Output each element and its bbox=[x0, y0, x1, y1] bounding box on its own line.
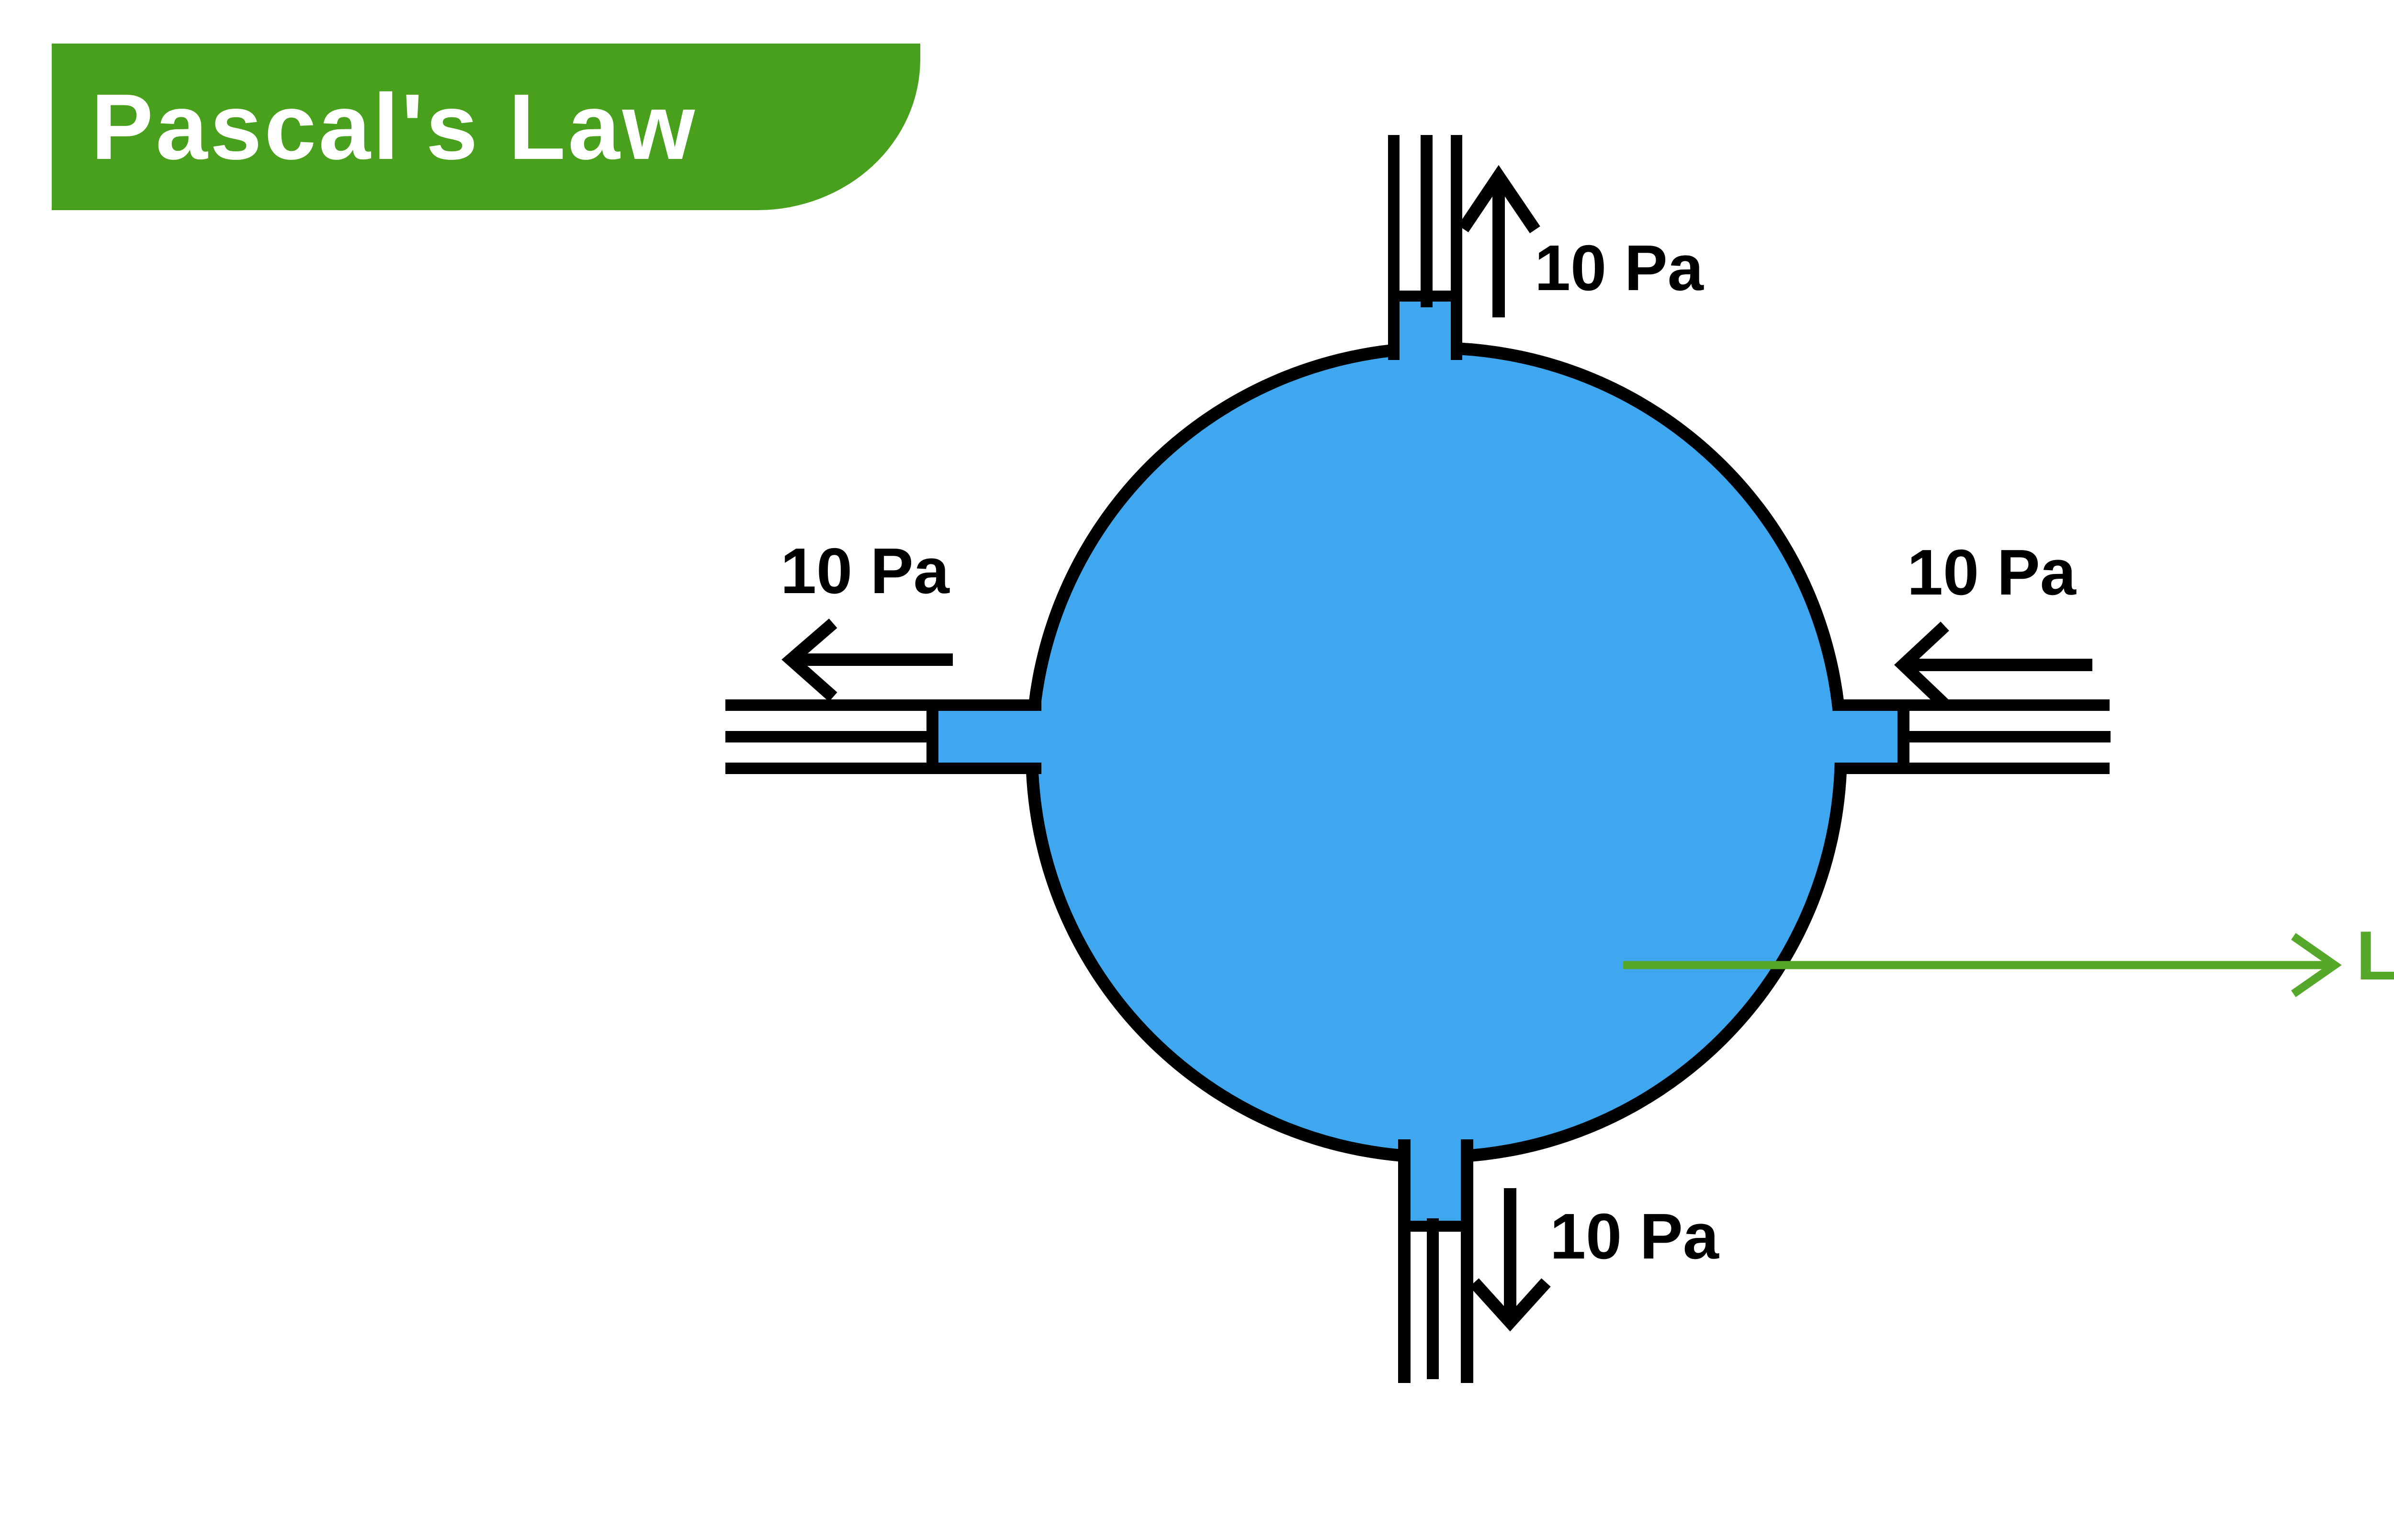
page-title: Pascal's Law bbox=[91, 75, 698, 179]
left-tube bbox=[725, 699, 1041, 774]
pressure-label-top: 10 Pa bbox=[1535, 232, 1704, 304]
bottom-piston-rod bbox=[1427, 1218, 1439, 1379]
pressure-label-bottom: 10 Pa bbox=[1550, 1200, 1719, 1272]
bottom-tube bbox=[1398, 1139, 1473, 1383]
top-piston-face bbox=[1400, 291, 1451, 302]
top-tube bbox=[1388, 135, 1462, 360]
pressure-arrow-up-icon bbox=[1458, 165, 1540, 317]
liquid-label: Liquid bbox=[2356, 917, 2394, 994]
pressure-label-right: 10 Pa bbox=[1907, 536, 2076, 608]
liquid-pointer-arrow-icon bbox=[1623, 933, 2342, 997]
left-piston-face bbox=[926, 711, 938, 763]
left-piston-rod bbox=[725, 731, 926, 742]
pressure-arrow-inward-icon bbox=[1894, 621, 2092, 709]
right-piston-rod bbox=[1909, 731, 2111, 742]
bottom-piston-face bbox=[1411, 1221, 1461, 1232]
title-banner: Pascal's Law bbox=[52, 44, 920, 210]
liquid-sphere bbox=[1026, 342, 1847, 1163]
tube-liquid-necks bbox=[938, 302, 1897, 1221]
right-tube bbox=[1836, 699, 2111, 774]
pressure-arrow-left-icon bbox=[781, 618, 953, 702]
pressure-label-left: 10 Pa bbox=[780, 535, 949, 607]
pressure-arrow-down-icon bbox=[1469, 1188, 1551, 1332]
right-piston-face bbox=[1897, 711, 1909, 763]
top-piston-rod bbox=[1421, 135, 1433, 307]
